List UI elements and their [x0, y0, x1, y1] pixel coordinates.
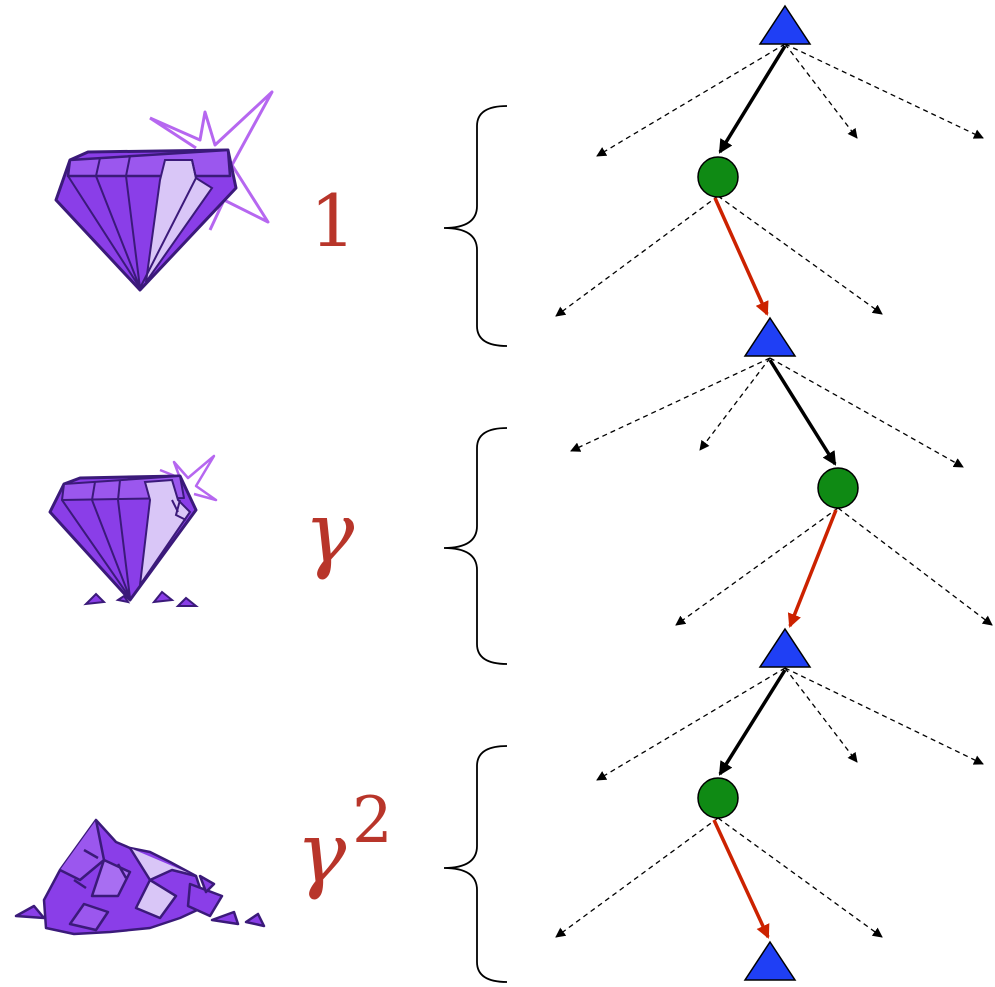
gem-fragments-icon [83, 590, 199, 607]
edge-chance-to-max-2 [787, 509, 838, 628]
max-node-2 [743, 316, 797, 357]
edge-max-to-chance-2 [768, 359, 837, 466]
brace-3 [443, 745, 508, 983]
chance-node-3 [697, 777, 739, 819]
brace-2 [443, 427, 508, 665]
edge-chance-to-max-3 [712, 819, 770, 939]
factor-gamma-squared-base: γ [296, 804, 347, 902]
factor-1: 1 [310, 179, 356, 263]
factor-gamma: γ [304, 484, 355, 582]
max-node-3 [758, 627, 812, 668]
edge-max-to-chance-3 [718, 669, 787, 776]
chance-node-2 [817, 467, 859, 509]
gem-intact-icon [54, 90, 274, 292]
factor-gamma-squared-exponent: 2 [352, 784, 393, 858]
chosen-edges [712, 45, 838, 939]
tree-nodes [697, 4, 859, 981]
gem-shattered-icon [14, 818, 266, 936]
brace-1 [443, 105, 508, 347]
max-node-4 [743, 940, 797, 981]
sparkle-icon [149, 90, 274, 231]
braces [443, 105, 508, 983]
edge-max-to-chance-1 [718, 45, 787, 154]
max-node-1 [758, 4, 812, 45]
edge-chance-to-max-1 [713, 197, 769, 316]
unchosen-edges [555, 43, 993, 938]
chance-node-1 [697, 156, 739, 198]
gem-cracking-icon [48, 454, 218, 607]
